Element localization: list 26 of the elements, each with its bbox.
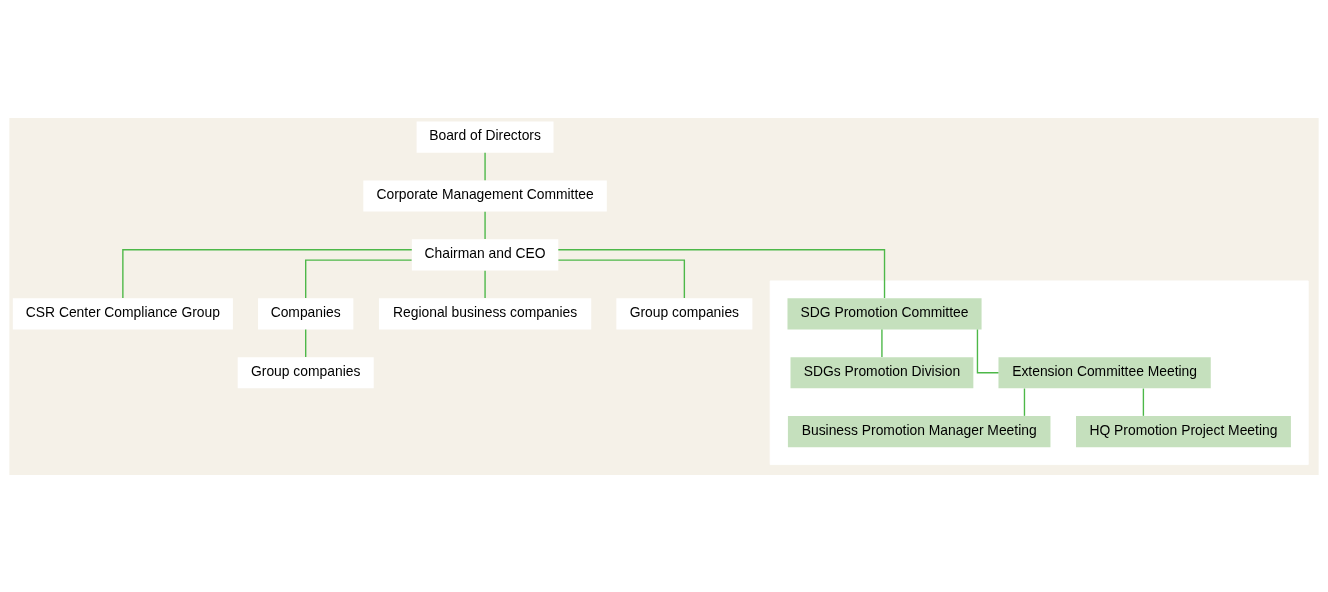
connector	[881, 328, 883, 358]
connector	[484, 269, 486, 299]
connector	[1023, 387, 1026, 417]
node-box: HQ Promotion Project Meeting	[1076, 415, 1291, 447]
node-box: CSR Center Compliance Group	[12, 297, 233, 329]
connector	[1142, 387, 1145, 417]
connector	[557, 258, 686, 299]
node-box: SDGs Promotion Division	[790, 356, 974, 388]
node-box: Regional business companies	[378, 297, 592, 329]
connector	[305, 258, 413, 299]
connector	[484, 210, 486, 240]
connector	[305, 328, 307, 358]
connector	[122, 248, 413, 299]
node-box: Extension Committee Meeting	[998, 356, 1211, 388]
node-box: Corporate Management Committee	[363, 179, 607, 212]
node-box: SDG Promotion Committee	[787, 297, 982, 329]
node-box: Group companies	[616, 297, 753, 329]
connector	[557, 248, 886, 299]
node-box: Chairman and CEO	[411, 238, 559, 270]
cluster	[769, 279, 1309, 465]
connector	[976, 328, 1000, 373]
node-box: Group companies	[237, 356, 374, 388]
node-box: Business Promotion Manager Meeting	[787, 415, 1051, 447]
node-box: Companies	[258, 297, 354, 329]
connector	[484, 151, 486, 181]
node-box: Board of Directors	[416, 120, 554, 153]
